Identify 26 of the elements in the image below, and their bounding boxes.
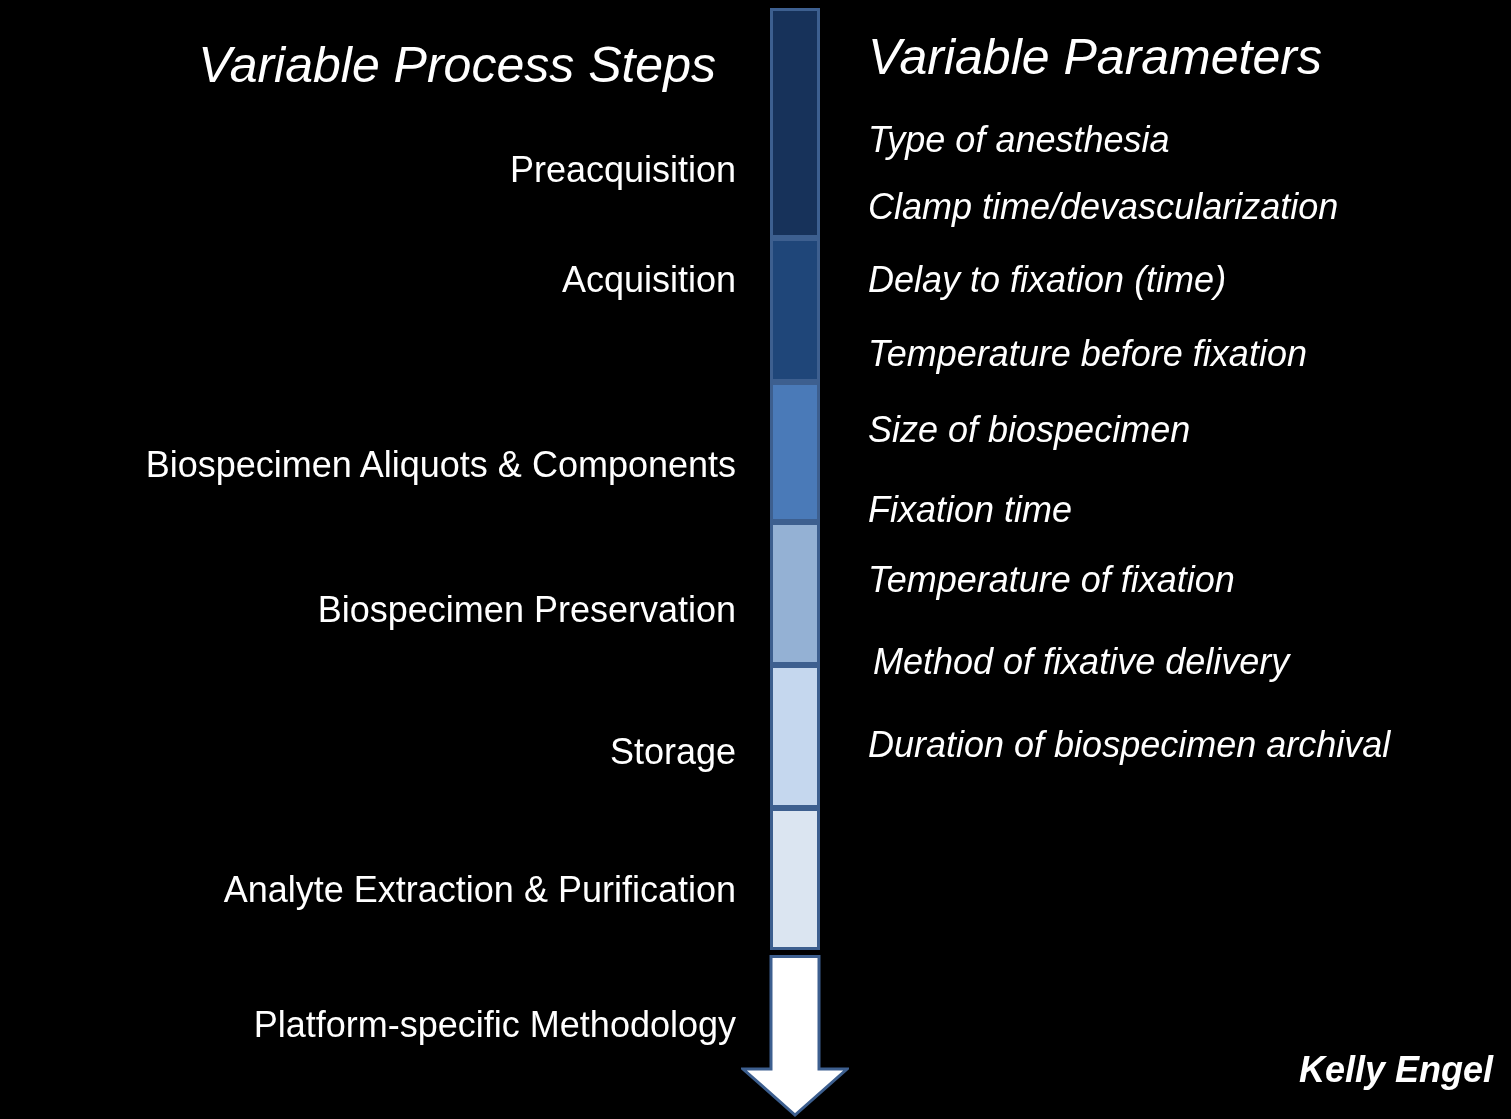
arrow-segment <box>741 955 849 1117</box>
column-heading: Variable Parameters <box>868 28 1322 86</box>
process-step: Platform-specific Methodology <box>253 1004 736 1046</box>
parameter-text: Type of anesthesia <box>868 119 1170 161</box>
parameter-text: Clamp time/devascularization <box>868 186 1339 228</box>
parameter-text: Temperature before fixation <box>868 333 1307 375</box>
bar-segment <box>770 665 820 808</box>
process-step: Biospecimen Preservation <box>317 589 736 631</box>
bar-segment <box>770 522 820 665</box>
parameter-text: Method of fixative delivery <box>873 641 1290 683</box>
process-step: Acquisition <box>561 259 736 301</box>
bar-segment <box>770 382 820 522</box>
bar-segment <box>770 808 820 950</box>
bar-segment <box>770 238 820 382</box>
parameter-text: Duration of biospecimen archival <box>868 724 1391 766</box>
process-step: Storage <box>609 731 736 773</box>
bar-segment <box>770 8 820 238</box>
parameter-text: Size of biospecimen <box>868 409 1191 451</box>
column-heading: Variable Process Steps <box>198 36 716 94</box>
process-step: Preacquisition <box>509 149 736 191</box>
process-step: Biospecimen Aliquots & Components <box>145 444 736 486</box>
parameter-text: Fixation time <box>868 489 1073 531</box>
process-step: Analyte Extraction & Purification <box>223 869 736 911</box>
parameter-text: Delay to fixation (time) <box>868 259 1227 301</box>
author-credit: Kelly Engel <box>1298 1049 1493 1091</box>
parameter-text: Temperature of fixation <box>868 559 1235 601</box>
